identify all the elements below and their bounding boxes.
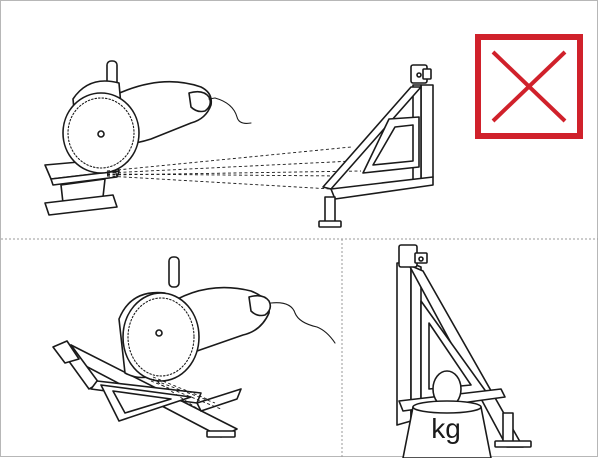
- angle-grinder-2: [118, 256, 336, 382]
- prohibited-cross-icon: [475, 34, 583, 139]
- steel-beam: [44, 158, 120, 216]
- top-panel: [44, 34, 583, 228]
- cutting-disc-2: [122, 292, 200, 382]
- spark-trail-2: [150, 376, 222, 412]
- bottom-left-panel: [52, 256, 336, 438]
- spark-trail: [106, 146, 362, 190]
- weight-label: kg: [431, 413, 461, 444]
- tilted-stand: [52, 340, 242, 438]
- weight-block: [402, 400, 492, 458]
- bottom-right-panel: [396, 244, 532, 458]
- workpiece-stand: [318, 64, 434, 228]
- angle-grinder: [62, 60, 252, 174]
